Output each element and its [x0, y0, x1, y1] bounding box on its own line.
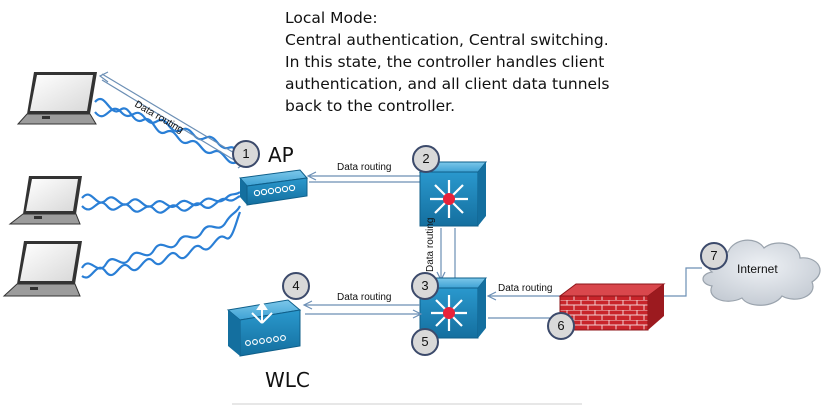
badge-1: 1	[232, 140, 260, 168]
laptop-middle	[8, 176, 82, 225]
arrow-wlc-switch	[302, 300, 423, 319]
badge-3: 3	[411, 272, 439, 300]
firewall	[558, 283, 666, 331]
data-routing-label-firewall: Data routing	[498, 283, 553, 294]
arrow-ap-switch	[306, 171, 420, 183]
arrow-switch-switch	[436, 228, 456, 282]
internet-cloud	[702, 239, 821, 306]
ap-label: AP	[268, 143, 294, 167]
description-line-2: Central authentication, Central switchin…	[285, 31, 609, 49]
badge-5: 5	[411, 328, 439, 356]
description-line-5: back to the controller.	[285, 97, 456, 115]
wireless-wave-middle-b	[81, 195, 241, 214]
internet-label: Internet	[737, 262, 778, 276]
description-line-4: authentication, and all client data tunn…	[285, 75, 610, 93]
badge-2: 2	[412, 145, 440, 173]
badge-6: 6	[547, 312, 575, 340]
wlc-controller	[226, 299, 302, 357]
laptop-bottom	[2, 241, 82, 297]
badge-4: 4	[282, 272, 310, 300]
description-line-1: Local Mode:	[285, 9, 378, 27]
badge-7: 7	[700, 242, 728, 270]
data-routing-label-vertical: Data routing	[425, 217, 436, 272]
wireless-wave-bottom-b	[81, 211, 242, 279]
data-routing-label-ap: Data routing	[337, 162, 392, 173]
access-point	[239, 169, 308, 206]
laptop-top	[16, 72, 97, 125]
firewall-internet-link	[664, 267, 702, 297]
wlc-label: WLC	[265, 368, 310, 392]
wireless-wave-bottom	[81, 205, 241, 270]
mode-description: Local Mode: Central authentication, Cent…	[285, 7, 625, 117]
data-routing-label-wlc: Data routing	[337, 292, 392, 303]
description-line-3: In this state, the controller handles cl…	[285, 53, 605, 71]
